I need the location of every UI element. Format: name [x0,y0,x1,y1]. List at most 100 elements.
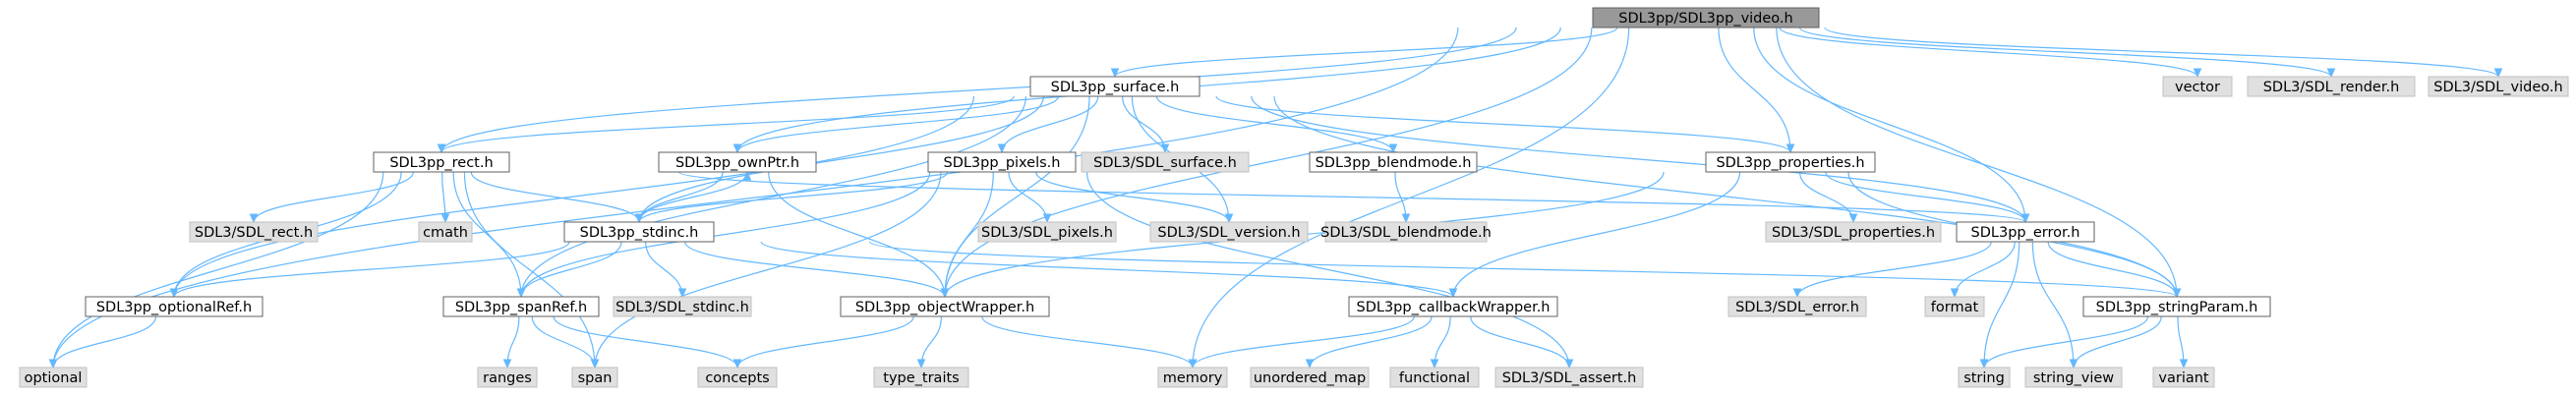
edge-rect-to-sdl-rect [254,171,414,222]
node-box [85,296,263,317]
node-box [1592,7,1820,28]
node-box [2162,76,2233,97]
node-box [840,296,1050,317]
node-label: SDL3/SDL_render.h [2263,80,2400,95]
edge-objectwrapper-to-type-traits [921,315,942,368]
edge-pixels-to-stdinc [639,171,949,222]
node-box [2152,367,2215,388]
edge-video-to-objectwrapper [945,27,1593,297]
node-label: concepts [705,370,769,386]
node-memory: memory [1157,367,1228,388]
node-label: SDL3pp_properties.h [1716,155,1864,171]
edge-pixels-to-span [595,171,942,368]
edge-ownptr-to-objectwrapper [768,171,945,297]
edge-video-to-error [1753,27,2025,222]
node-unordered-map: unordered_map [1250,367,1370,388]
node-format: format [1924,296,1985,317]
edge-properties-to-error [1825,171,2025,222]
node-label: SDL3pp_optionalRef.h [96,300,252,315]
node-box [1324,221,1488,243]
edge-callbackwrapper-to-functional [1434,315,1451,368]
node-box [477,367,538,388]
node-blendmode[interactable]: SDL3pp_blendmode.h [1309,151,1478,173]
node-box [658,151,817,173]
edge-error-to-format [1955,241,2016,297]
node-spanref[interactable]: SDL3pp_spanRef.h [442,296,600,317]
node-label: SDL3pp_error.h [1971,225,2080,241]
node-pixels[interactable]: SDL3pp_pixels.h [927,151,1077,173]
node-label: SDL3/SDL_pixels.h [981,225,1113,241]
node-label: SDL3pp_rect.h [389,155,493,171]
node-rect[interactable]: SDL3pp_rect.h [373,151,510,173]
edge-spanref-to-span [531,315,595,368]
edge-surface-to-pixels [1002,95,1099,152]
node-label: span [578,370,613,386]
edge-surface-to-stringparam [1273,95,2177,297]
edge-callbackwrapper-to-unordered-map [1310,315,1433,368]
edge-surface-to-ownptr [737,95,1059,152]
node-box [1956,221,2095,243]
edge-stdinc-to-stringparam [869,241,2177,297]
node-box [1081,151,1250,173]
node-box [563,221,715,243]
node-label: SDL3pp_blendmode.h [1316,155,1472,171]
node-span: span [571,367,618,388]
node-objectwrapper[interactable]: SDL3pp_objectWrapper.h [840,296,1050,317]
node-label: SDL3pp/SDL3pp_video.h [1618,11,1792,27]
node-cmath: cmath [418,221,473,243]
node-optionalref[interactable]: SDL3pp_optionalRef.h [85,296,263,317]
node-label: SDL3pp_surface.h [1051,80,1180,95]
edge-rect-to-stdinc [470,171,639,222]
edge-error-to-stringparam [2047,241,2177,297]
node-vector: vector [2162,76,2233,97]
edge-video-to-sdl-video [1824,27,2498,77]
node-error[interactable]: SDL3pp_error.h [1956,221,2095,243]
node-label: SDL3/SDL_properties.h [1772,225,1935,241]
edge-surface-to-rect [441,95,1015,152]
node-stringparam[interactable]: SDL3pp_stringParam.h [2082,296,2271,317]
edge-pixels-to-objectwrapper [945,171,994,297]
node-sdl-blendmode: SDL3/SDL_blendmode.h [1320,221,1492,243]
edge-rect-to-optional [53,171,384,368]
edge-spanref-to-ranges [507,315,520,368]
node-variant: variant [2152,367,2215,388]
node-sdl-video: SDL3/SDL_video.h [2428,76,2569,97]
node-box [442,296,600,317]
node-label: SDL3/SDL_blendmode.h [1320,225,1492,241]
node-string: string [1958,367,2011,388]
edge-pixels-to-sdl-assert [1085,171,1569,368]
node-sdl-properties: SDL3/SDL_properties.h [1765,221,1942,243]
node-box [1149,221,1309,243]
node-sdl-surface: SDL3/SDL_surface.h [1081,151,1250,173]
node-box [1348,296,1558,317]
edge-rect-to-error [678,171,2025,222]
edge-video-to-surface [1115,27,1618,77]
node-stdinc[interactable]: SDL3pp_stdinc.h [563,221,715,243]
node-label: type_traits [883,370,959,386]
node-ownptr[interactable]: SDL3pp_ownPtr.h [658,151,817,173]
edge-error-to-string [1984,241,2020,368]
edge-video-to-stringparam [1776,27,2177,297]
node-box [697,367,778,388]
node-sdl-rect: SDL3/SDL_rect.h [189,221,319,243]
edge-spanref-to-concepts [553,315,737,368]
node-label: string [1963,370,2005,386]
node-properties[interactable]: SDL3pp_properties.h [1705,151,1876,173]
node-label: vector [2175,80,2220,95]
node-surface[interactable]: SDL3pp_surface.h [1029,76,1200,97]
edge-properties-to-callbackwrapper [1453,171,1741,297]
edge-rect-to-cmath [442,171,445,222]
edge-stdinc-to-optionalref [174,241,570,297]
node-box [2024,367,2123,388]
node-callbackwrapper[interactable]: SDL3pp_callbackWrapper.h [1348,296,1558,317]
node-box [2428,76,2569,97]
edge-surface-to-blendmode [1155,95,1393,152]
edge-objectwrapper-to-memory [981,315,1193,368]
node-label: functional [1399,370,1470,386]
edge-optionalref-to-optional [53,315,157,368]
node-label: SDL3/SDL_rect.h [195,225,313,241]
node-box [571,367,618,388]
node-concepts: concepts [697,367,778,388]
edge-stdinc-to-spanref [521,241,622,297]
node-video[interactable]: SDL3pp/SDL3pp_video.h [1592,7,1820,28]
